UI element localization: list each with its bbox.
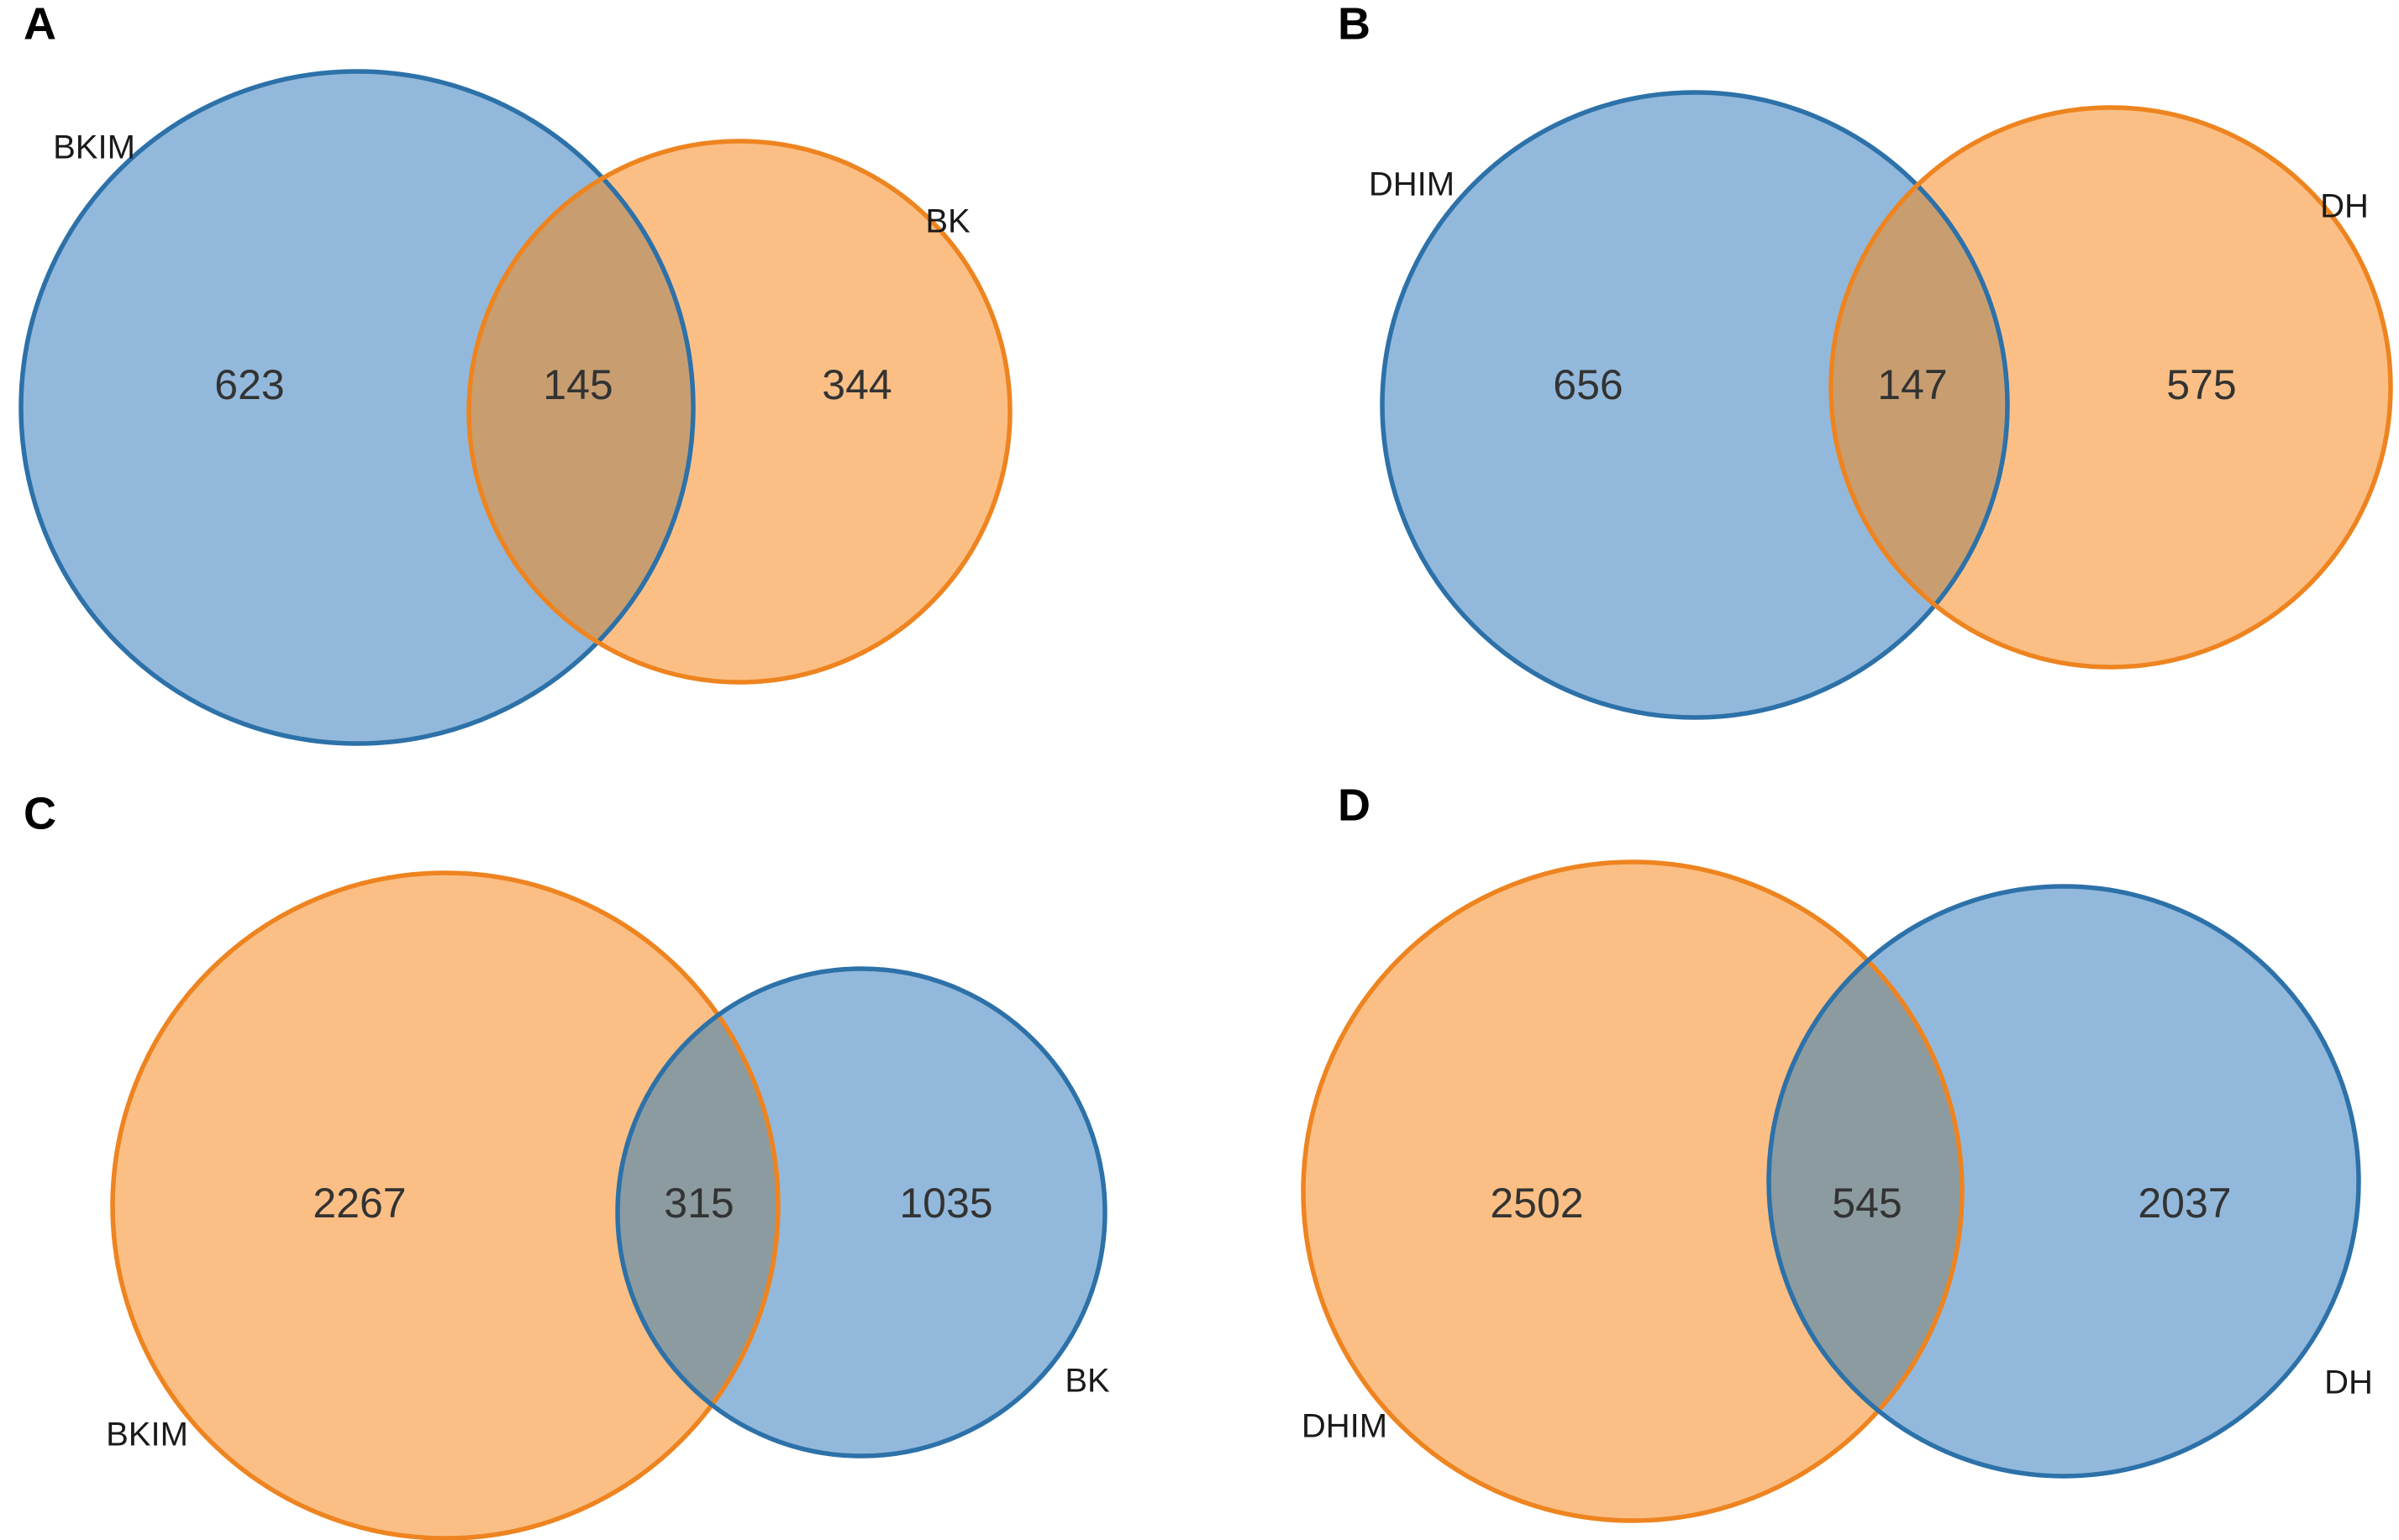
- set-circle-outline-BK: [615, 966, 1107, 1459]
- set-label: DHIM: [1302, 1408, 1387, 1445]
- set-circle-outline-DHIM: [1380, 90, 2010, 720]
- panel-label: C: [24, 788, 56, 838]
- set-value: 623: [214, 361, 284, 408]
- set-circle-DHIM: [1382, 92, 2007, 717]
- set-label: BKIM: [53, 129, 135, 166]
- set-circle-outline-BK: [466, 139, 1013, 685]
- overlap-region: [1769, 886, 1962, 1476]
- venn-panels-root: ABKIM623BK344145BDHIM656DH575147CBKIM226…: [18, 0, 2393, 1540]
- panel-label: D: [1338, 780, 1370, 830]
- set-circle-outline-DHIM: [1301, 859, 1965, 1523]
- overlap-region: [469, 141, 693, 682]
- overlap-value: 147: [1877, 361, 1947, 408]
- set-value: 575: [2166, 361, 2236, 408]
- overlap-value: 545: [1832, 1180, 1902, 1227]
- set-label: BK: [925, 203, 971, 240]
- set-circle-outline-DH: [1828, 105, 2393, 670]
- overlap-region: [618, 969, 778, 1456]
- set-label: BK: [1065, 1363, 1110, 1400]
- overlap-value: 145: [543, 361, 613, 408]
- set-label: DH: [2320, 188, 2369, 225]
- set-circle-outline-BKIM: [18, 69, 696, 746]
- panel-label: A: [24, 0, 56, 49]
- venn-panel-A: A BKIM 623 BK 344 145: [18, 0, 1013, 746]
- overlap-value: 315: [664, 1180, 734, 1227]
- set-value: 2267: [313, 1180, 406, 1227]
- set-circle-DHIM: [1303, 862, 1962, 1521]
- set-value: 2037: [2138, 1180, 2231, 1227]
- set-value: 656: [1553, 361, 1623, 408]
- panel-label: B: [1338, 0, 1370, 49]
- set-value: 1035: [899, 1180, 992, 1227]
- set-value: 2502: [1490, 1180, 1583, 1227]
- set-label: DH: [2324, 1364, 2373, 1401]
- set-circle-outline-BKIM: [110, 870, 781, 1540]
- set-label: DHIM: [1369, 166, 1455, 203]
- set-circle-outline-DH: [1766, 884, 2361, 1479]
- venn-panel-B: B DHIM 656 DH 575 147: [1338, 0, 2393, 720]
- set-label: BKIM: [106, 1416, 188, 1453]
- set-value: 344: [822, 361, 892, 408]
- set-circle-BKIM: [113, 873, 778, 1538]
